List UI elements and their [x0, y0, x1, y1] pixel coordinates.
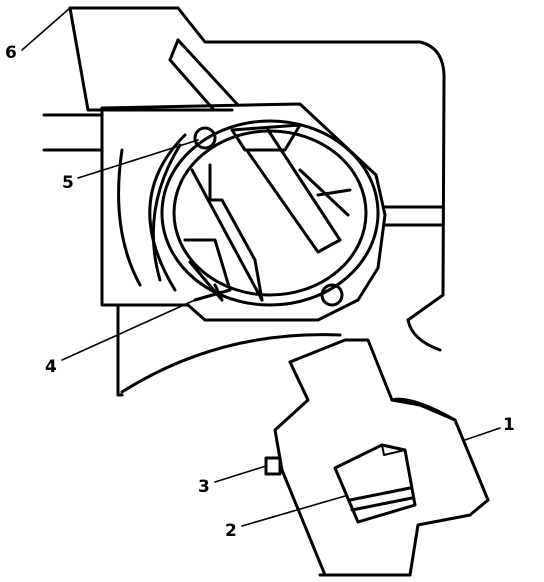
leader-3 [214, 465, 267, 483]
leader-4 [61, 299, 196, 361]
callout-6: 6 [5, 43, 17, 63]
leader-2 [241, 495, 346, 527]
callout-3: 3 [198, 477, 210, 497]
callout-2: 2 [225, 521, 237, 541]
pin-bottom [320, 283, 344, 307]
leader-lines [21, 7, 501, 527]
slotted-hub [183, 123, 352, 302]
callout-5: 5 [62, 173, 74, 193]
leader-6 [21, 7, 71, 51]
arc-grooves [117, 133, 187, 292]
callout-4: 4 [45, 357, 57, 377]
leader-1 [464, 427, 501, 441]
pin-top [193, 126, 217, 150]
housing-outline [42, 6, 446, 352]
key-slot [333, 443, 417, 524]
callout-1: 1 [503, 415, 515, 435]
switch-body [273, 338, 490, 577]
side-tab [264, 456, 282, 476]
leader-5 [77, 139, 199, 179]
